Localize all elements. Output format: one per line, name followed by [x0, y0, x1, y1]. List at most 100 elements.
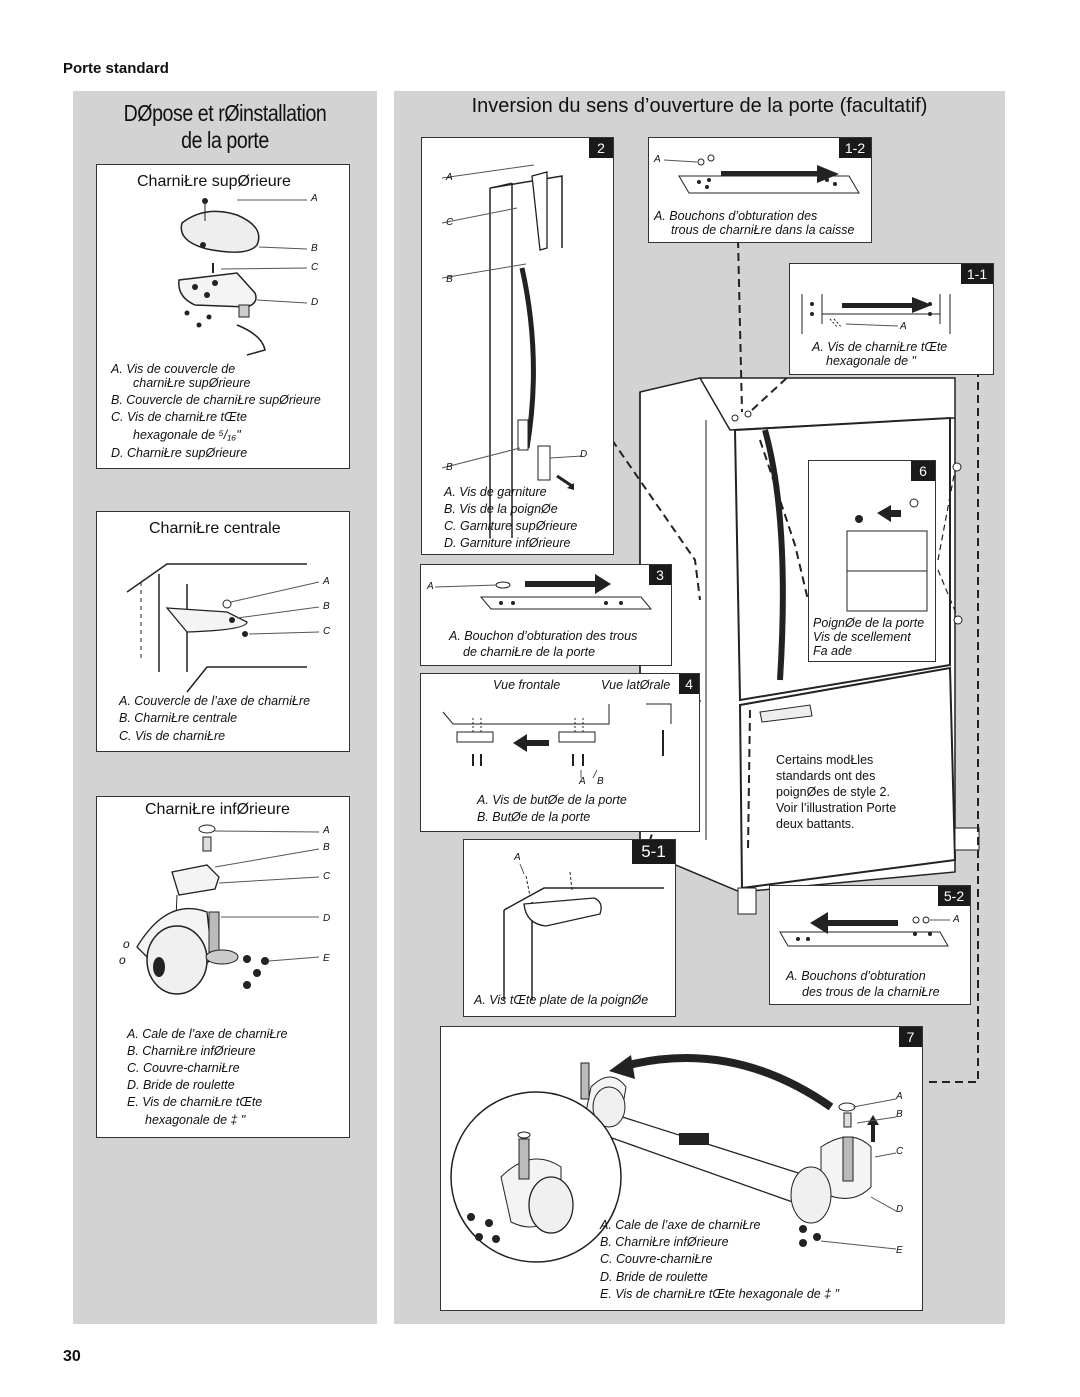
step4-view-side: Vue latØrale: [601, 678, 671, 692]
step6-legend-3: Fa ade: [813, 644, 852, 658]
step6-legend-2: Vis de scellement: [813, 630, 911, 644]
top-hinge-letter-b: B: [311, 243, 318, 254]
step2-letter-d: D: [580, 449, 588, 460]
step3-legend-1: A. Bouchon d’obturation des trous: [449, 629, 638, 643]
step1-2-box: 1-2 A A. Bouchons d’obturation des trous…: [648, 137, 872, 243]
top-hinge-legend-4: C. Vis de charniŁre tŒte: [111, 410, 247, 424]
step2-illustration: [441, 164, 583, 538]
step2-legend-3: C. Garniture supØrieure: [444, 519, 578, 533]
title-line-2: de la porte: [181, 127, 269, 153]
center-hinge-box: CharniŁre centrale A B C A. Couvercle de…: [96, 511, 350, 752]
center-hinge-letter-a: A: [323, 576, 330, 587]
top-hinge-legend-1: A. Vis de couvercle de: [111, 362, 236, 376]
step7-legend-2: B. CharniŁre infØrieure: [600, 1235, 729, 1249]
note-line-3: poignØes de style 2.: [776, 785, 890, 799]
top-hinge-box: CharniŁre supØrieure A B C D A. Vis de c…: [96, 164, 350, 469]
top-hinge-legend-6: D. CharniŁre supØrieure: [111, 446, 248, 460]
step5-2-illustration: [779, 912, 950, 947]
step2-letter-b2: B: [446, 462, 453, 473]
top-hinge-legend-5: hexagonale de ⁵/₁₆": [133, 428, 241, 442]
page-number: 30: [63, 1348, 81, 1365]
step2-letter-c: C: [446, 217, 454, 228]
top-hinge-letter-c: C: [311, 262, 319, 273]
top-hinge-legend-3: B. Couvercle de charniŁre supØrieure: [111, 393, 321, 407]
step4-legend-1: A. Vis de butØe de la porte: [477, 793, 627, 807]
bottom-hinge-legend-5: E. Vis de charniŁre tŒte: [127, 1095, 263, 1109]
note-line-1: Certains modŁles: [776, 753, 874, 767]
step7-letter-a: A: [896, 1091, 903, 1102]
step5-1-badge: 5-1: [632, 840, 675, 864]
step1-1-illustration: [801, 294, 951, 334]
step7-letter-d: D: [896, 1204, 904, 1215]
bottom-hinge-legend-4: D. Bride de roulette: [127, 1078, 235, 1092]
bottom-hinge-box: CharniŁre infØrieure A B C D E o o A. Ca…: [96, 796, 350, 1138]
bottom-hinge-letter-c: C: [323, 871, 331, 882]
step2-letter-a: A: [446, 172, 453, 183]
step2-badge: 2: [589, 138, 613, 158]
top-hinge-legend-2: charniŁre supØrieure: [133, 376, 251, 390]
step3-badge: 3: [649, 565, 671, 585]
note-box: Certains modŁles standards ont des poign…: [773, 752, 913, 834]
bottom-hinge-legend-1: A. Cale de l’axe de charniŁre: [127, 1027, 288, 1041]
step4-view-front: Vue frontale: [493, 678, 561, 692]
step1-1-box: 1-1 A A. Vis de charniŁre tŒte hexagonal…: [789, 263, 994, 375]
top-hinge-illustration: [178, 198, 308, 356]
top-hinge-title: CharniŁre supØrieure: [137, 173, 291, 190]
step5-1-legend-1: A. Vis tŒte plate de la poignØe: [474, 993, 649, 1007]
step7-legend-3: C. Couvre-charniŁre: [600, 1252, 713, 1266]
step4-illustration: [442, 703, 672, 779]
note-line-5: deux battants.: [776, 817, 855, 831]
step7-badge: 7: [899, 1027, 922, 1047]
step2-legend-1: A. Vis de garniture: [444, 485, 547, 499]
step1-2-badge: 1-2: [839, 138, 871, 158]
step7-legend-5: E. Vis de charniŁre tŒte hexagonale de ‡…: [600, 1287, 840, 1301]
step2-box: 2 A C B B D A. Vis de garniture B. Vis d…: [421, 137, 614, 555]
center-hinge-letter-b: B: [323, 601, 330, 612]
step5-2-letter-a: A: [953, 914, 960, 925]
step2-letter-b: B: [446, 274, 453, 285]
step5-2-badge: 5-2: [938, 886, 970, 906]
step1-1-legend-1: A. Vis de charniŁre tŒte: [812, 340, 948, 354]
step5-2-box: 5-2 A A. Bouchons d’obturation des trous…: [769, 885, 971, 1005]
step2-legend-2: B. Vis de la poignØe: [444, 502, 558, 516]
bottom-hinge-title: CharniŁre infØrieure: [145, 801, 290, 818]
top-hinge-letter-d: D: [311, 297, 319, 308]
step4-badge: 4: [679, 674, 699, 694]
step3-box: 3 A A. Bouchon d’obturation des trous de…: [420, 564, 672, 666]
right-panel-title: Inversion du sens d’ouverture de la port…: [471, 95, 928, 117]
step1-1-badge: 1-1: [961, 264, 993, 284]
bottom-hinge-side-mark-2: o: [119, 953, 126, 967]
bottom-hinge-legend-3: C. Couvre-charniŁre: [127, 1061, 240, 1075]
bottom-hinge-side-mark-1: o: [123, 937, 130, 951]
step1-1-letter-a: A: [900, 321, 907, 332]
step5-1-illustration: [503, 863, 664, 1000]
step7-letter-e: E: [896, 1245, 903, 1256]
step6-box: 6 PoignØe de la porte Vis de scellement …: [808, 460, 936, 662]
center-hinge-legend-1: A. Couvercle de l’axe de charniŁre: [119, 694, 311, 708]
step6-illustration: [846, 498, 928, 612]
step6-legend-1: PoignØe de la porte: [813, 616, 925, 630]
step6-badge: 6: [911, 461, 935, 481]
step7-letter-c: C: [896, 1146, 904, 1157]
center-hinge-legend-2: B. CharniŁre centrale: [119, 711, 238, 725]
step1-2-illustration: [663, 154, 860, 194]
step5-1-letter-a: A: [514, 852, 521, 863]
bottom-hinge-legend-2: B. CharniŁre infØrieure: [127, 1044, 256, 1058]
bottom-hinge-letter-b: B: [323, 842, 330, 853]
step5-2-legend-2: des trous de la charniŁre: [802, 985, 940, 999]
title-line-1: DØpose et rØinstallation: [123, 100, 327, 126]
step5-2-legend-1: A. Bouchons d’obturation: [786, 969, 926, 983]
step1-2-legend-2: trous de charniŁre dans la caisse: [671, 223, 855, 237]
step7-illustration: [450, 1054, 897, 1263]
step3-legend-2: de charniŁre de la porte: [463, 645, 596, 659]
step4-legend-2: B. ButØe de la porte: [477, 810, 591, 824]
step3-letter-a: A: [427, 581, 434, 592]
bottom-hinge-letter-a: A: [323, 825, 330, 836]
step5-1-box: 5-1 A A. Vis tŒte plate de la poignØe: [463, 839, 676, 1017]
step1-2-letter-a: A: [654, 154, 661, 165]
note-line-4: Voir l’illustration Porte: [776, 801, 897, 815]
step7-legend-1: A. Cale de l’axe de charniŁre: [600, 1218, 761, 1232]
step2-legend-4: D. Garniture infØrieure: [444, 536, 571, 550]
step1-2-legend-1: A. Bouchons d’obturation des: [654, 209, 818, 223]
step3-illustration: [434, 574, 653, 610]
